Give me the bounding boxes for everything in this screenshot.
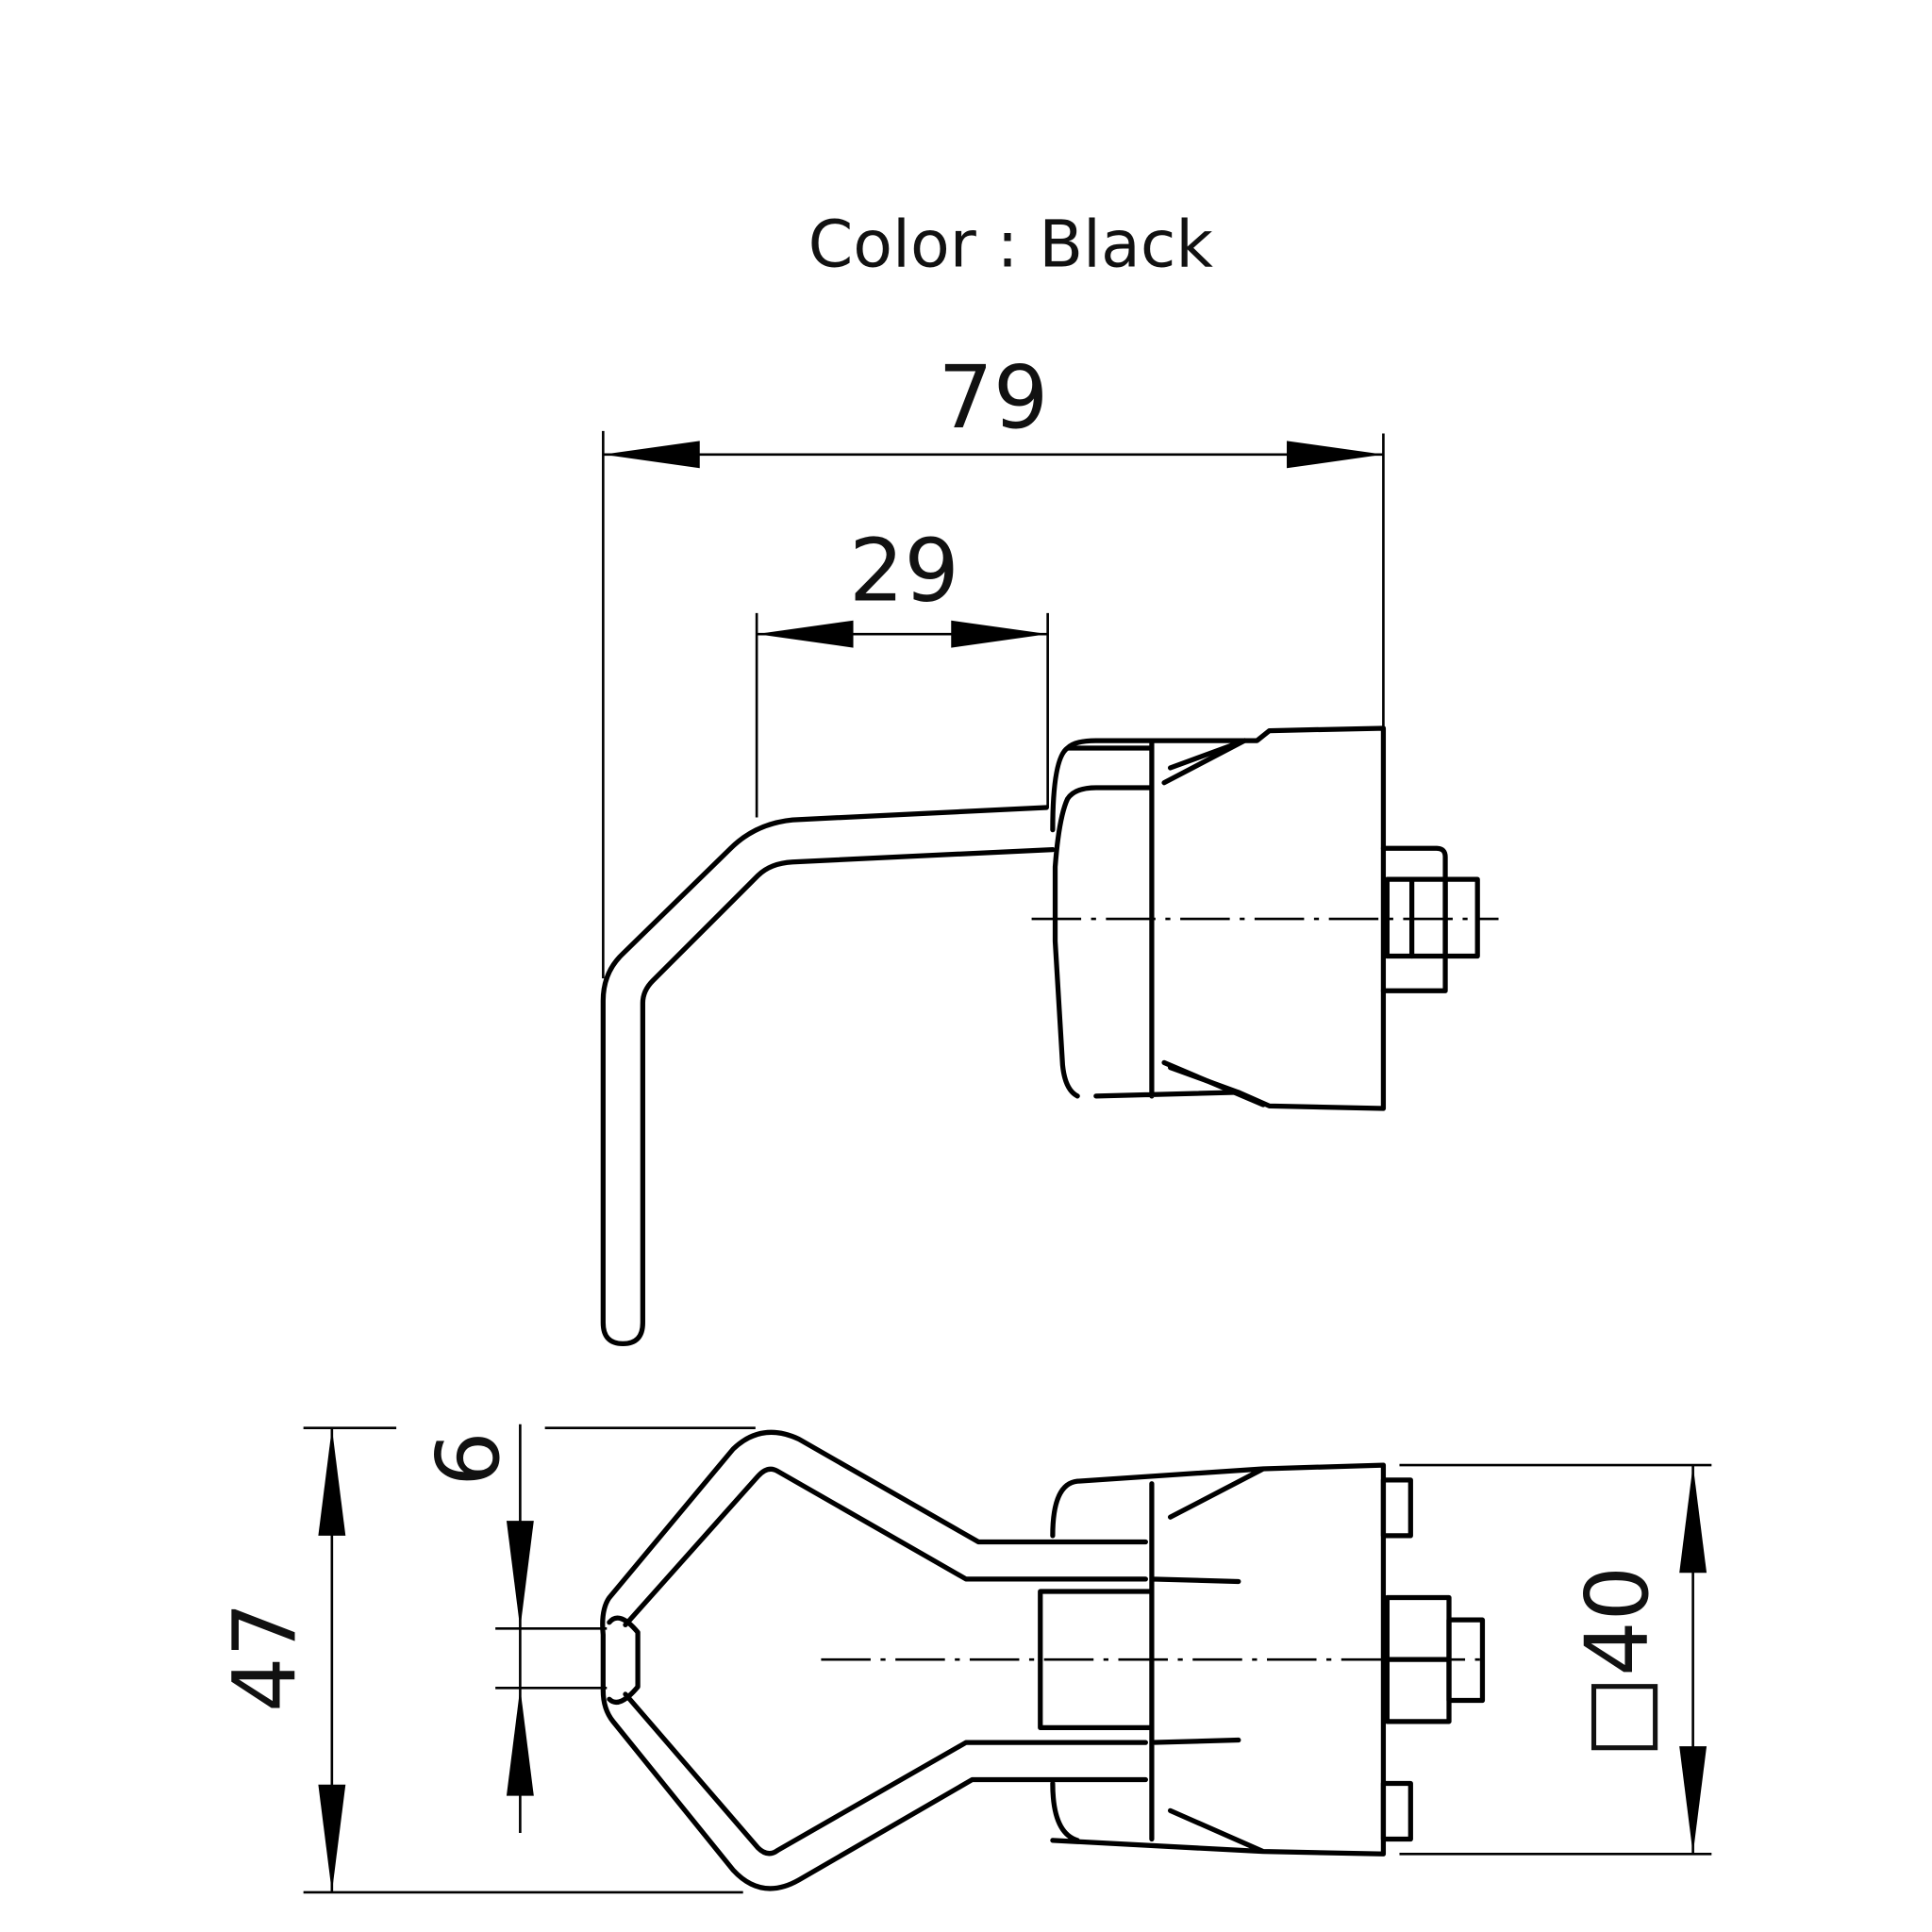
dimension-47: 47 bbox=[214, 1426, 756, 1894]
dimension-6: 6 bbox=[418, 1424, 608, 1833]
dimension-79-label: 79 bbox=[938, 347, 1048, 448]
color-label: Color : Black bbox=[808, 208, 1214, 282]
dimension-79: 79 bbox=[602, 347, 1385, 979]
body-detail bbox=[1065, 738, 1266, 1108]
dimension-40-label: □40 bbox=[1567, 1566, 1668, 1758]
handle-outline bbox=[600, 805, 1056, 1347]
dimension-47-label: 47 bbox=[214, 1602, 315, 1712]
dimension-29: 29 bbox=[755, 521, 1049, 818]
dimension-40: □40 bbox=[1399, 1463, 1712, 1856]
dimension-29-label: 29 bbox=[849, 521, 959, 622]
dimension-6-label: 6 bbox=[418, 1431, 519, 1486]
side-view: 79 29 bbox=[600, 347, 1499, 1347]
top-view: 47 6 □40 bbox=[214, 1424, 1712, 1894]
handle-loop bbox=[600, 1429, 1148, 1891]
lock-body-top bbox=[1038, 1462, 1387, 1857]
